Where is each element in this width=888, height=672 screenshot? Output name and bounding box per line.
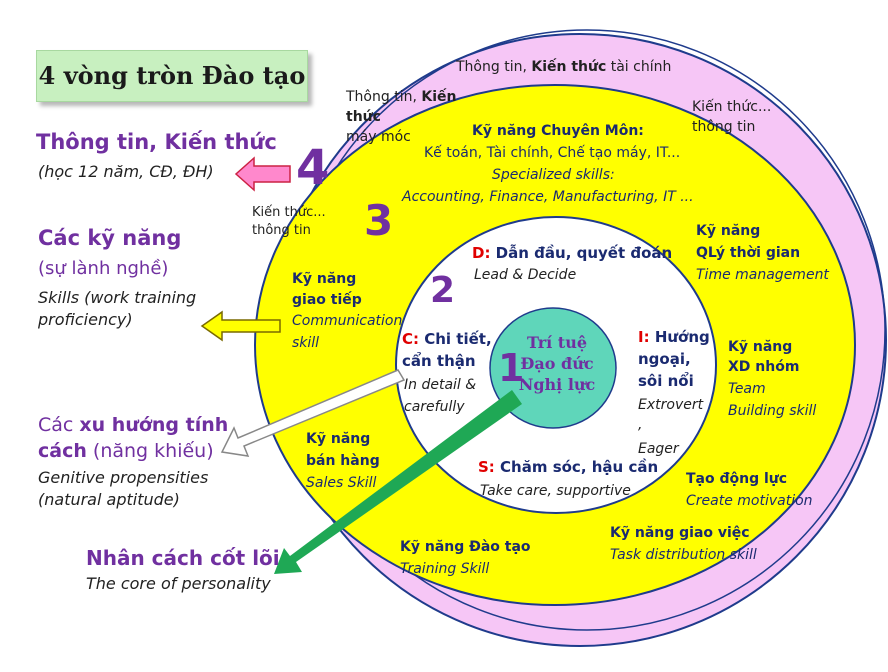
ring3-spec-en: Accounting, Finance, Manufacturing, IT .… (402, 189, 694, 205)
arrow-green-icon (274, 390, 522, 574)
ring2-c-en2: carefully (404, 399, 465, 415)
ring4-left-line2: thông tin (252, 223, 311, 238)
ring3-sales-2: bán hàng (306, 453, 380, 469)
label-tendency-en-1: Genitive propensities (38, 468, 209, 487)
ring4-machine-line3: máy móc (346, 129, 411, 145)
ring2-i-en2: , (638, 417, 643, 433)
ring2-d-en: Lead & Decide (474, 267, 577, 283)
ring3-comm-2: giao tiếp (292, 292, 362, 308)
ring4-left-line1: Kiến thức... (252, 205, 326, 220)
ring-number-4: 4 (296, 140, 330, 196)
ring3-sales-1: Kỹ năng (306, 431, 371, 447)
ring3-spec-vi: Kế toán, Tài chính, Chế tạo máy, IT... (424, 145, 681, 161)
ring3-comm-1: Kỹ năng (292, 271, 357, 287)
ring2-i-line2: ngoại, (638, 350, 691, 368)
ring3-sales-3: Sales Skill (306, 475, 377, 491)
label-knowledge: Thông tin, Kiến thức (36, 130, 277, 154)
label-core-personality-en: The core of personality (86, 574, 271, 593)
ring4-top-text: Thông tin, Kiến thức tài chính (456, 59, 672, 75)
ring3-task-2: Task distribution skill (610, 547, 757, 563)
ring2-i-line3: sôi nổi (638, 372, 694, 390)
arrow-yellow-icon (200, 310, 281, 342)
label-tendency-pre: Các (38, 414, 80, 436)
ring3-time-2: QLý thời gian (696, 245, 801, 261)
ring3-comm-4: skill (292, 335, 320, 351)
label-knowledge-sub: (học 12 năm, CĐ, ĐH) (38, 162, 214, 181)
ring3-train-1: Kỹ năng Đào tạo (400, 539, 531, 555)
ring3-team-2: XD nhóm (728, 359, 800, 375)
ring3-team-1: Kỹ năng (728, 339, 793, 355)
core-line-3: Nghị lực (518, 375, 596, 394)
ring4-right-line2: thông tin (692, 119, 756, 135)
label-tendency-line2: cách (năng khiếu) (38, 440, 214, 462)
label-skills-en-1: Skills (work training (38, 288, 197, 307)
core-circle (489, 307, 617, 429)
ring4-machine-line1: Thông tin, Kiến (346, 89, 457, 105)
core-line-1: Trí tuệ (526, 333, 588, 352)
arrow-pink-icon (234, 156, 291, 192)
ring2-c-en1: In detail & (404, 377, 477, 393)
ring2-i-line1: I: Hướng (638, 328, 710, 346)
label-skills-sub: (sự lành nghề) (38, 258, 169, 279)
ring2-s-line: S: Chăm sóc, hậu cần (478, 458, 659, 476)
ring2-i-en1: Extrovert (638, 397, 704, 413)
ring-number-3: 3 (364, 196, 394, 245)
core-line-2: Đạo đức (520, 354, 594, 373)
ring3-spec-title: Kỹ năng Chuyên Môn: (472, 123, 644, 139)
ring4-right-line1: Kiến thức... (692, 99, 772, 115)
ring3-team-4: Building skill (728, 403, 817, 419)
ring-number-2: 2 (430, 270, 456, 311)
arrow-white-icon (220, 369, 406, 457)
label-tendency-bold1: xu hướng tính (79, 414, 229, 436)
label-core-personality: Nhân cách cốt lõi (86, 546, 280, 570)
ring2-c-line2: cẩn thận (402, 352, 476, 370)
ring2-i-en3: Eager (638, 441, 679, 457)
ring2-d-line: D: Dẫn đầu, quyết đoán (472, 244, 673, 262)
ring3-time-3: Time management (696, 267, 829, 283)
ring3-comm-3: Communication (292, 313, 403, 329)
ring4-machine-line2: thức (346, 109, 381, 125)
label-skills: Các kỹ năng (38, 226, 182, 250)
diagram-title: 4 vòng tròn Đào tạo (36, 50, 308, 102)
ring-number-1: 1 (498, 346, 525, 390)
ring3-task-1: Kỹ năng giao việc (610, 525, 750, 541)
ring2-c-line1: C: Chi tiết, (402, 330, 492, 348)
label-tendency-bold2: cách (38, 440, 87, 462)
label-skills-en-2: proficiency) (38, 310, 133, 329)
core-text: Trí tuệ Đạo đức Nghị lực (513, 332, 601, 395)
ring3-motiv-1: Tạo động lực (686, 471, 788, 487)
label-tendency-post: (năng khiếu) (86, 440, 214, 462)
ring3-spec-en-title: Specialized skills: (492, 167, 615, 183)
ring3-train-2: Training Skill (400, 561, 490, 577)
label-tendency-line1: Các xu hướng tính (38, 414, 228, 436)
ring3-motiv-2: Create motivation (686, 493, 813, 509)
label-tendency-en-2: (natural aptitude) (38, 490, 180, 509)
ring2-s-en: Take care, supportive (480, 483, 631, 499)
ring3-team-3: Team (728, 381, 766, 397)
ring3-time-1: Kỹ năng (696, 223, 761, 239)
